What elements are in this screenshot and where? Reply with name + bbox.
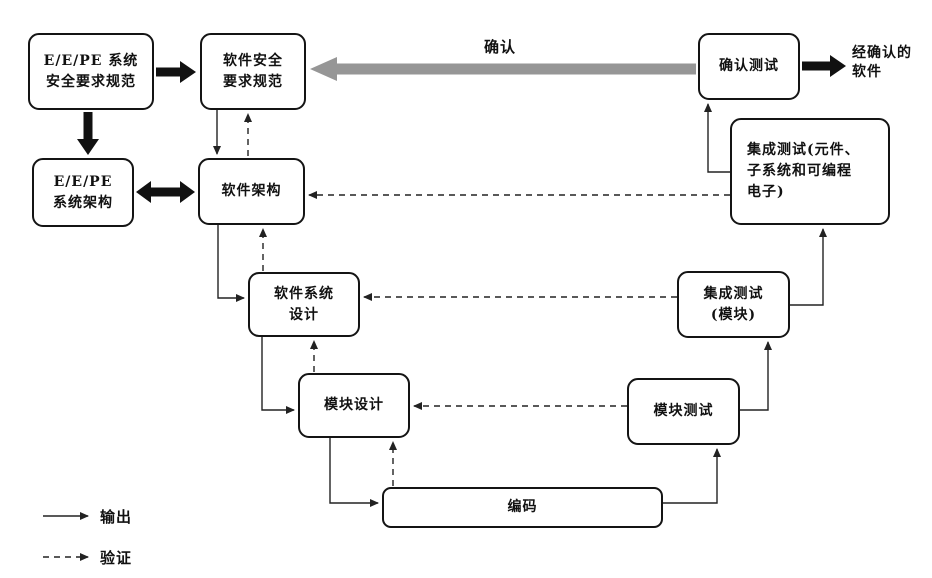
block-arrow-eepe-srs-to-eepe-arch xyxy=(77,112,99,155)
node-software-system-design: 软件系统 设计 xyxy=(248,272,360,337)
node-integration-test-pe: 集成测试(元件、 子系统和可编程 电子) xyxy=(730,118,890,225)
output-arrow-module-test-to-integration-test-module xyxy=(740,341,772,411)
validation-arrow-label: 确认 xyxy=(483,38,516,56)
node-coding: 编码 xyxy=(382,487,663,528)
legend-verification-label: 验证 xyxy=(100,549,133,567)
block-arrow-eepe-arch-sw-arch-bidirectional xyxy=(136,181,195,203)
output-arrow-sw-sys-design-to-module-design xyxy=(261,337,295,414)
node-label: 确认测试 xyxy=(719,58,779,74)
node-integration-test-module: 集成测试 (模块) xyxy=(677,271,790,338)
gray-validation-arrow xyxy=(310,57,696,81)
output-arrow-module-design-to-coding xyxy=(329,438,379,507)
node-label: 软件系统 设计 xyxy=(274,285,334,323)
node-eepe-system-architecture: E/E/PE 系统架构 xyxy=(32,158,134,227)
node-label: 编码 xyxy=(507,499,538,515)
node-label: 软件安全 要求规范 xyxy=(223,52,283,90)
output-arrow-integration-test-pe-to-validation-test xyxy=(704,103,730,173)
node-label: 集成测试(元件、 子系统和可编程 电子) xyxy=(747,142,860,200)
output-arrow-integration-test-module-to-integration-test-pe xyxy=(790,228,827,306)
output-arrow-coding-to-module-test xyxy=(663,448,721,504)
node-module-design: 模块设计 xyxy=(298,373,410,438)
node-label: E/E/PE 系统架构 xyxy=(53,173,113,211)
output-arrow-sw-arch-to-sw-sys-design xyxy=(217,225,245,302)
node-label: 模块测试 xyxy=(653,403,714,419)
node-software-safety-requirements: 软件安全 要求规范 xyxy=(200,33,306,110)
node-label: 软件架构 xyxy=(221,183,282,199)
node-label: 集成测试 (模块) xyxy=(703,285,764,323)
node-module-test: 模块测试 xyxy=(627,378,740,445)
block-arrow-validation-test-to-validated-software xyxy=(802,55,846,77)
legend-output-label: 输出 xyxy=(100,508,133,526)
node-label: 模块设计 xyxy=(324,397,384,413)
validated-software-label: 经确认的 软件 xyxy=(852,45,912,80)
node-label: E/E/PE 系统 安全要求规范 xyxy=(43,52,139,90)
node-eepe-system-safety-requirements: E/E/PE 系统 安全要求规范 xyxy=(28,33,154,110)
block-arrow-eepe-srs-to-sw-srs xyxy=(156,61,196,83)
node-validation-test: 确认测试 xyxy=(698,33,800,100)
node-software-architecture: 软件架构 xyxy=(198,158,305,225)
